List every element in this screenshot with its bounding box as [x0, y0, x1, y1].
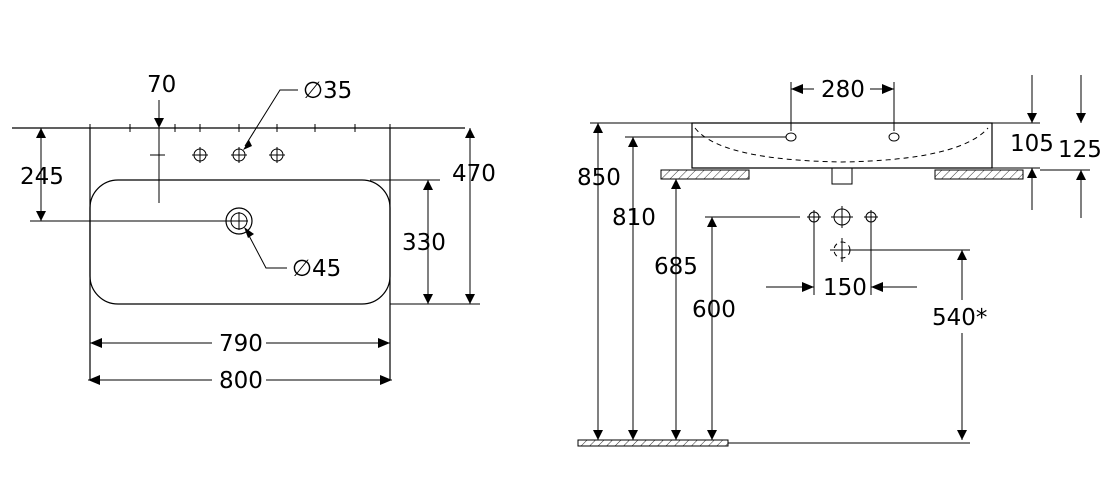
label-685: 685	[654, 254, 698, 280]
tap-holes	[192, 147, 285, 163]
label-330: 330	[402, 230, 446, 256]
label-540: 540*	[932, 305, 987, 331]
counter-right	[934, 169, 1024, 180]
waste-outlet	[831, 167, 853, 185]
dim-470: 470	[390, 128, 496, 305]
label-105: 105	[1010, 131, 1054, 157]
label-850: 850	[577, 165, 621, 191]
dim-tap-hole: ∅35	[243, 78, 352, 150]
dim-125: 125	[1040, 75, 1102, 218]
dim-70: 70	[147, 72, 176, 203]
dim-280: 280	[790, 77, 895, 131]
dim-105: 105	[992, 75, 1054, 210]
floor	[577, 439, 729, 447]
label-280: 280	[821, 77, 865, 103]
label-600: 600	[692, 297, 736, 323]
counter-left	[660, 169, 750, 180]
label-245: 245	[20, 164, 64, 190]
label-810: 810	[612, 205, 656, 231]
bowl-hidden-line	[694, 127, 989, 163]
side-view: 280 105 125 850	[577, 75, 1102, 447]
top-view: 70 ∅35 ∅45 245 470	[12, 72, 496, 394]
label-70: 70	[147, 72, 176, 98]
dim-800: 800	[88, 368, 392, 394]
label-470: 470	[452, 161, 496, 187]
dim-685: 685	[654, 179, 698, 440]
trap-connection	[830, 238, 970, 262]
dim-245: 245	[20, 128, 230, 222]
dim-540: 540*	[728, 250, 987, 444]
dim-810: 810	[612, 137, 656, 440]
basin-bowl-outline	[89, 179, 391, 305]
label-150: 150	[823, 275, 867, 301]
tap-hole-right	[888, 132, 900, 142]
dim-150: 150	[766, 224, 917, 301]
label-tap-hole: ∅35	[303, 78, 352, 104]
label-790: 790	[219, 331, 263, 357]
dim-waste-hole: ∅45	[244, 227, 341, 282]
tap-hole-left	[785, 132, 797, 142]
dim-330: 330	[370, 179, 446, 304]
dim-600: 600	[692, 216, 800, 440]
label-800: 800	[219, 368, 263, 394]
dim-850: 850	[577, 122, 692, 440]
basin-profile	[691, 122, 993, 169]
label-125: 125	[1058, 137, 1102, 163]
label-waste-hole: ∅45	[292, 256, 341, 282]
supply-connections	[807, 206, 878, 228]
dim-790: 790	[90, 331, 390, 357]
